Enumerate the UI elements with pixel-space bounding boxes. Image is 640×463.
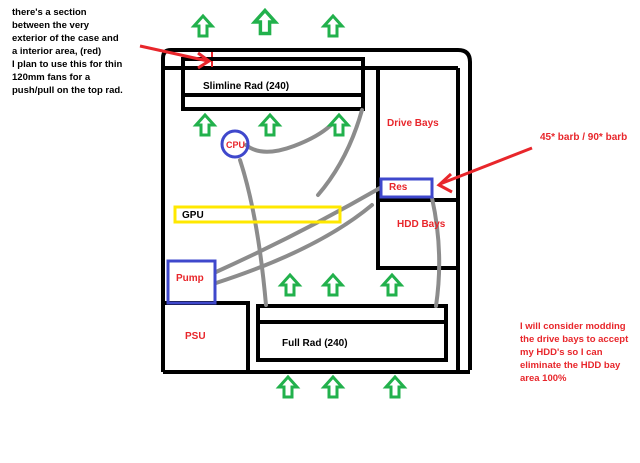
tube-pump-to-res [214, 186, 382, 274]
tube-rad-to-res [316, 108, 364, 197]
slimline-rad-label: Slimline Rad (240) [203, 81, 290, 92]
tube-cpu-to-fullrad [238, 158, 268, 307]
up-arrow-icon [279, 273, 301, 297]
bottom-right-note: I will consider modding the drive bays t… [520, 320, 638, 385]
case-outline [161, 48, 472, 372]
pump-box [166, 259, 217, 305]
up-arrow-icon [277, 375, 299, 399]
up-arrow-icon [322, 273, 344, 297]
hdd-bays-label: HDD Bays [397, 219, 446, 230]
up-arrow-icon [194, 113, 216, 137]
gpu-label: GPU [182, 210, 204, 221]
note-line: the drive bays to accept [520, 334, 629, 345]
up-arrow-icon [259, 113, 281, 137]
up-arrow-icon [322, 375, 344, 399]
full-rad-label: Full Rad (240) [282, 338, 348, 349]
up-arrow-icon [381, 273, 403, 297]
tube-res-to-fullrad [430, 196, 442, 308]
barb-note: 45* barb / 90* barb [540, 132, 628, 143]
note-line: area 100% [520, 373, 567, 384]
note-line: push/pull on the top rad. [12, 85, 123, 96]
note-line: between the very [12, 20, 90, 31]
up-arrow-icon [252, 8, 278, 36]
up-arrow-icon [384, 375, 406, 399]
tube-pump-to-pump [214, 203, 374, 285]
red-arrow-icon [139, 44, 212, 70]
note-line: eliminate the HDD bay [520, 360, 621, 371]
cpu-label: CPU [226, 140, 246, 150]
note-line: a interior area, (red) [12, 46, 102, 57]
cpu-block [220, 129, 250, 159]
red-arrow-icon [436, 146, 533, 194]
gpu-bar [173, 205, 342, 224]
drive-bays-label: Drive Bays [387, 118, 439, 129]
note-line: my HDD's so I can [520, 347, 603, 358]
full-rad [256, 304, 448, 362]
tube-cpu-to-rad [244, 115, 340, 154]
note-line: exterior of the case and [12, 33, 119, 44]
slimline-rad [181, 57, 365, 111]
note-line: 120mm fans for a [12, 72, 91, 83]
note-line: I will consider modding [520, 321, 626, 332]
drive-bay-column [376, 68, 458, 270]
top-left-note: there's a section between the very exter… [12, 6, 152, 97]
up-arrow-icon [328, 113, 350, 137]
res-label: Res [389, 182, 408, 193]
pump-label: Pump [176, 273, 204, 284]
res-box [379, 177, 434, 199]
up-arrow-icon [192, 14, 214, 38]
up-arrow-icon [322, 14, 344, 38]
note-line: I plan to use this for thin [12, 59, 123, 70]
note-line: there's a section [12, 7, 87, 18]
psu-label: PSU [185, 331, 206, 342]
